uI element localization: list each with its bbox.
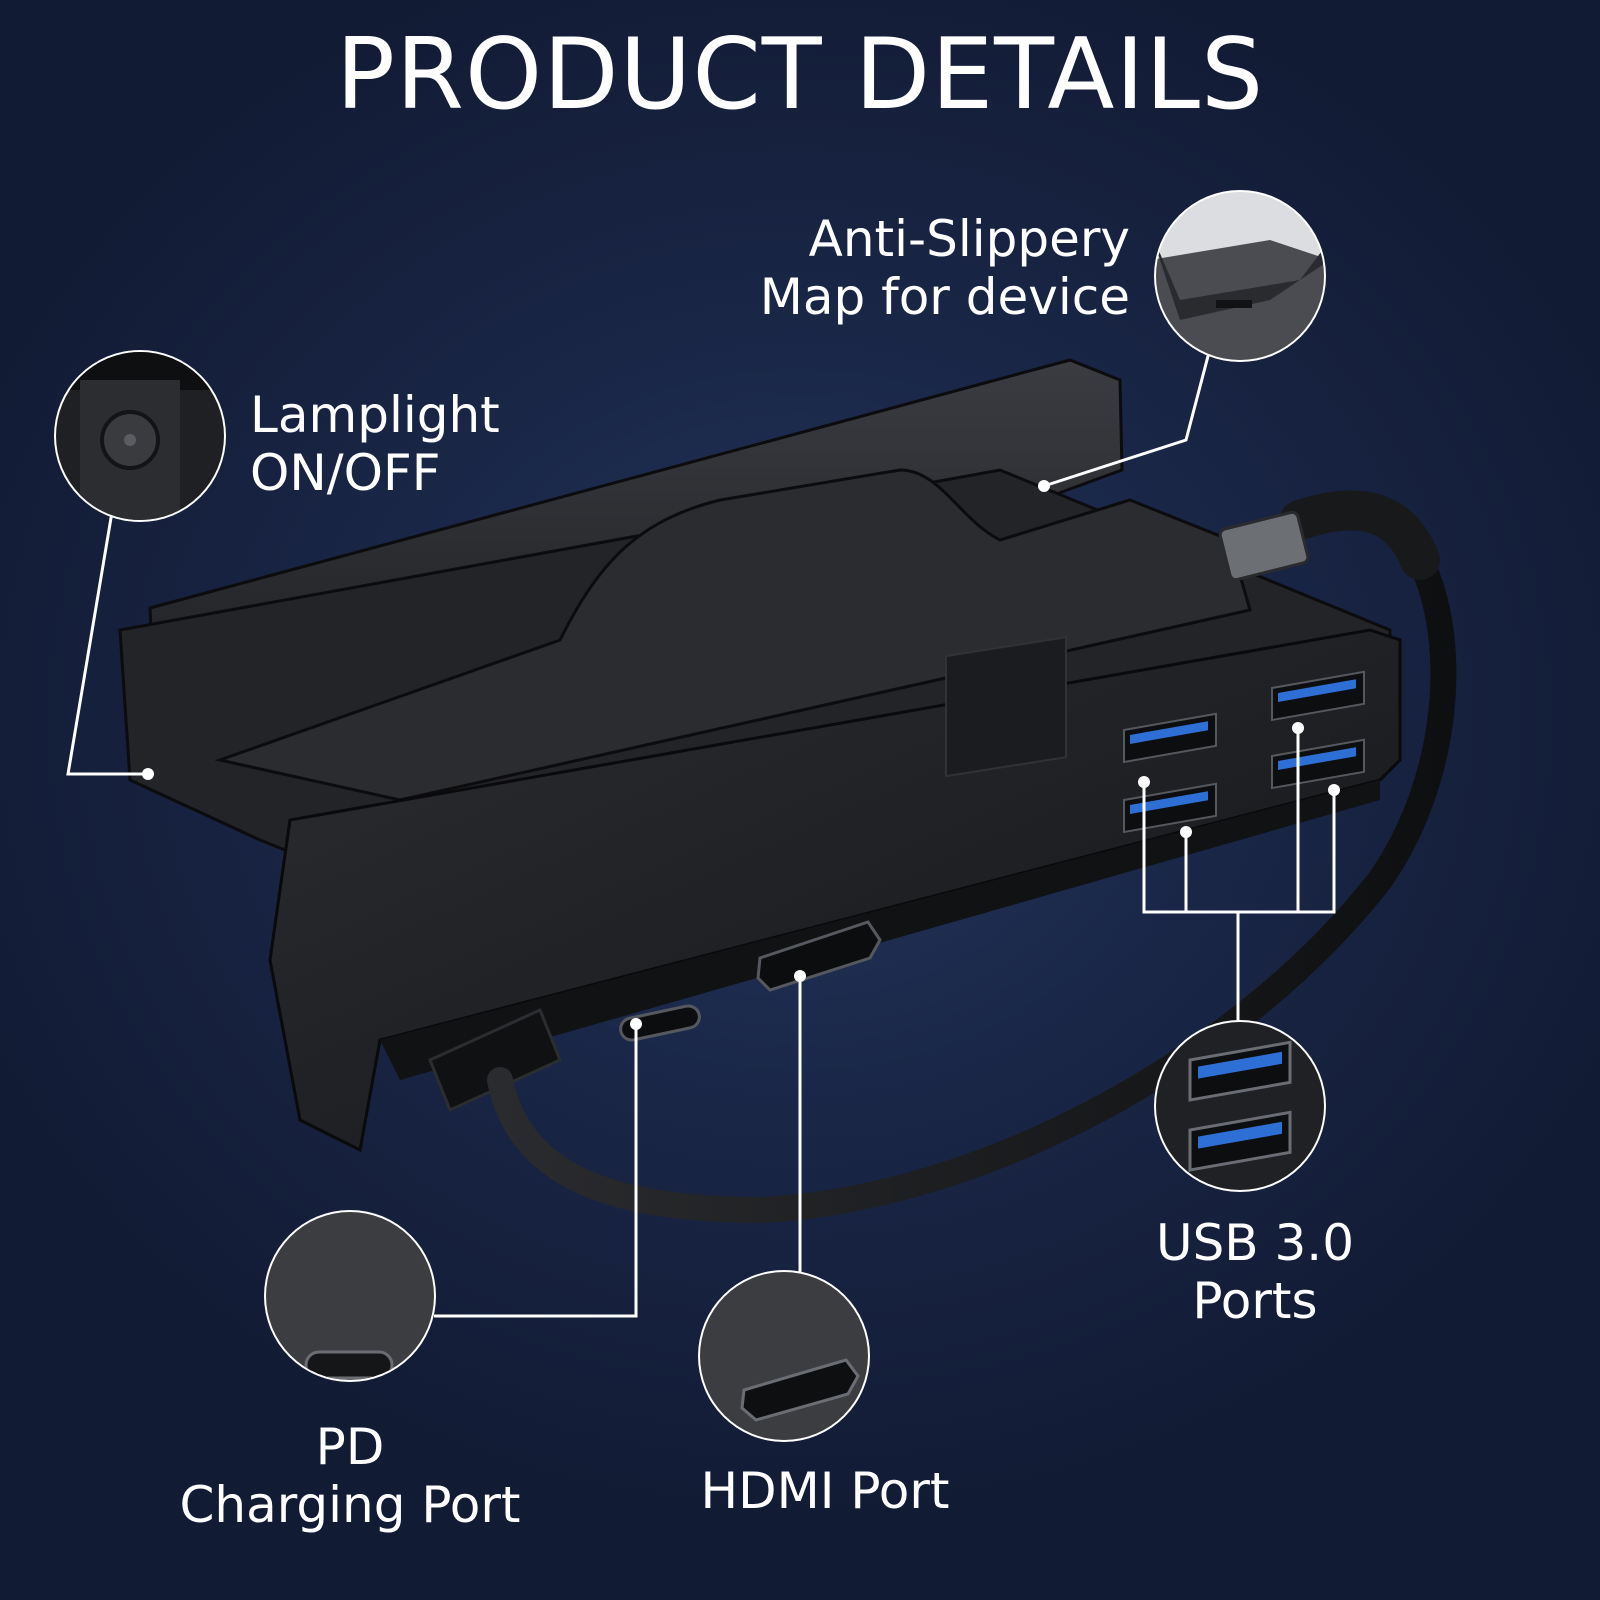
usb-c-port (619, 1004, 701, 1042)
hdmi-port (756, 920, 882, 992)
cable-plug-right (1218, 510, 1310, 582)
lamplight-label-line1: Lamplight (250, 386, 500, 444)
zoom-circle-lamplight (54, 350, 226, 522)
pd-charging-label: PD Charging Port (150, 1418, 550, 1534)
indicator-window (945, 636, 1067, 778)
anti-slippery-label: Anti-Slippery Map for device (760, 210, 1130, 326)
anti-slippery-label-line1: Anti-Slippery (808, 210, 1130, 268)
dock-saddle (214, 468, 1252, 802)
zoom-circle-usb (1154, 1020, 1326, 1192)
page-title: PRODUCT DETAILS (335, 18, 1265, 132)
hdmi-port-label: HDMI Port (700, 1462, 950, 1520)
usb-c-cable (487, 547, 1457, 1224)
zoom-circle-pd (264, 1210, 436, 1382)
lamplight-label: Lamplight ON/OFF (250, 386, 500, 502)
zoom-circle-hdmi (698, 1270, 870, 1442)
zoom-circle-anti-slippery (1154, 190, 1326, 362)
callout-dots (142, 480, 1340, 1030)
usb-ports-label: USB 3.0 Ports (1155, 1214, 1355, 1330)
anti-slippery-label-line2: Map for device (759, 268, 1130, 326)
usb-port-group (1123, 670, 1365, 834)
callout-lines (66, 317, 1336, 1318)
lamplight-label-line2: ON/OFF (250, 444, 441, 502)
pd-label-line1: PD (315, 1418, 385, 1476)
cable-plug-left (428, 1007, 562, 1113)
pd-label-line2: Charging Port (179, 1476, 521, 1534)
